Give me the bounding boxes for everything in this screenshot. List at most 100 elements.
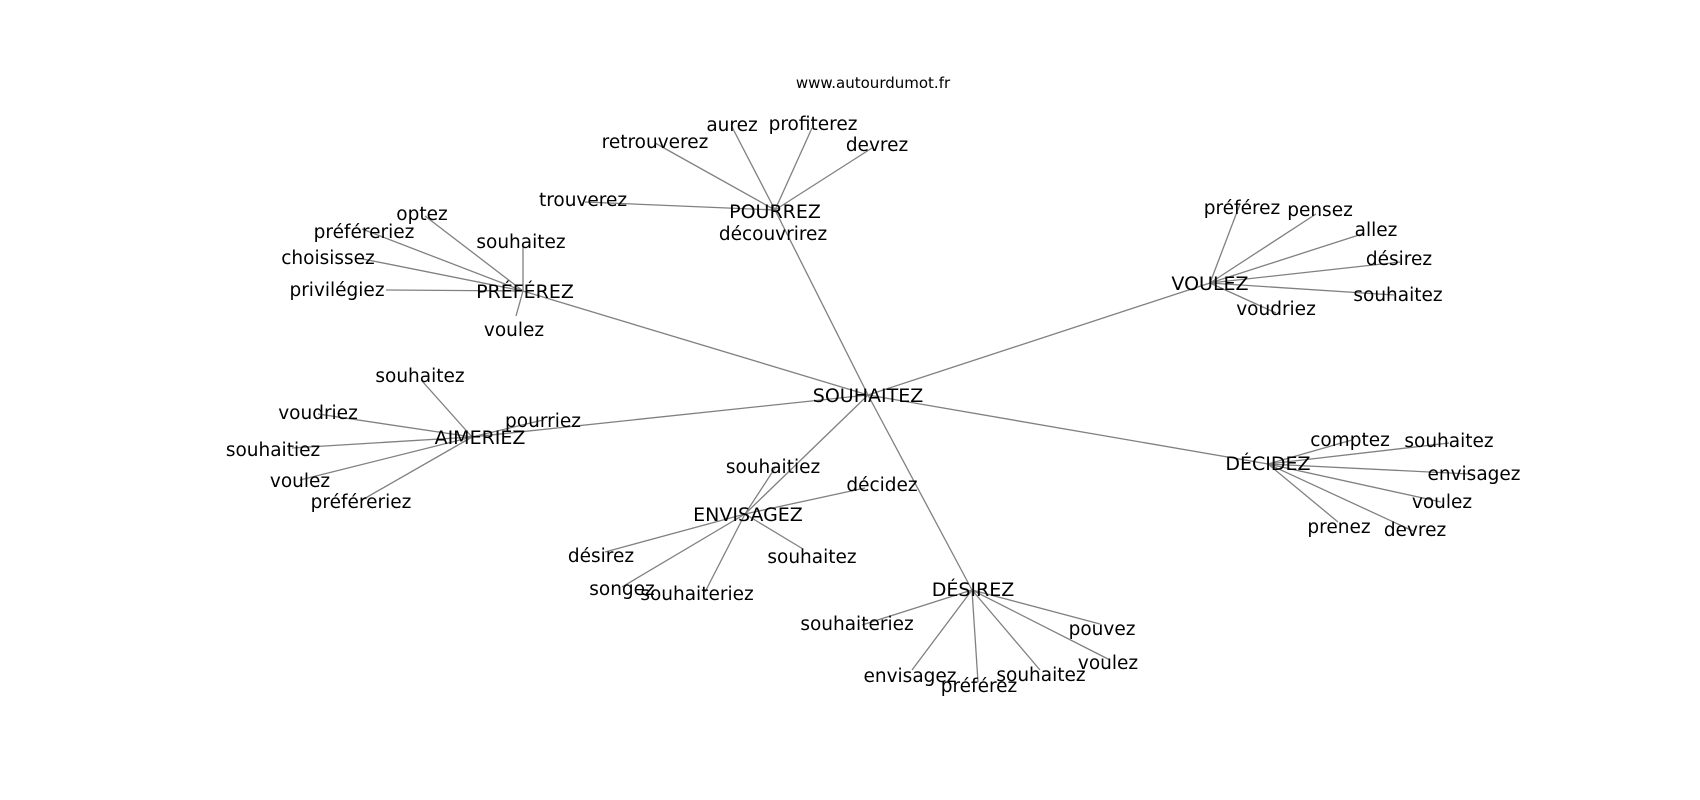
leaf-node-decidez-2: envisagez: [1427, 464, 1520, 485]
leaf-node-aimeriez-5: pourriez: [505, 411, 581, 432]
leaf-node-desirez-5: pouvez: [1069, 619, 1136, 640]
leaf-node-aimeriez-0: souhaitez: [375, 366, 464, 387]
leaf-node-preferez-4: voulez: [484, 320, 544, 341]
leaf-node-voulez-0: préférez: [1204, 198, 1281, 219]
leaf-node-envisagez-1: décidez: [846, 475, 917, 496]
leaf-node-preferez-1: préféreriez: [314, 222, 415, 243]
hub-node-pourrez: POURREZ: [729, 201, 821, 223]
edge-envisagez-leaf-3: [621, 513, 746, 588]
edge-envisagez-leaf-5: [744, 513, 804, 550]
leaf-node-aimeriez-2: souhaitiez: [226, 440, 320, 461]
edge-voulez-leaf-4: [1209, 282, 1395, 296]
hub-node-envisagez: ENVISAGEZ: [693, 504, 803, 526]
edge-envisagez-leaf-4: [704, 513, 746, 593]
edge-center-envisagez: [744, 394, 869, 515]
leaf-node-envisagez-0: souhaitiez: [726, 457, 820, 478]
edge-preferez-leaf-0: [424, 215, 524, 292]
edge-pourrez-leaf-3: [731, 126, 776, 211]
edge-aimeriez-leaf-0: [421, 380, 473, 438]
edge-decidez-leaf-4: [1267, 463, 1414, 532]
edge-center-aimeriez: [471, 394, 869, 438]
hub-node-preferez: PRÉFÉREZ: [476, 280, 574, 303]
leaf-node-desirez-0: souhaiteriez: [800, 614, 913, 635]
edge-pourrez-leaf-4: [774, 127, 813, 211]
leaf-node-pourrez-2: retrouverez: [602, 132, 709, 153]
edge-voulez-leaf-2: [1209, 233, 1363, 284]
edge-center-voulez: [867, 282, 1211, 396]
edge-desirez-leaf-1: [911, 589, 973, 671]
edge-desirez-leaf-4: [971, 589, 1111, 661]
edge-desirez-leaf-0: [861, 589, 973, 626]
edge-decidez-leaf-2: [1267, 463, 1471, 475]
edge-envisagez-leaf-1: [744, 487, 866, 515]
leaf-node-pourrez-0: découvrirez: [719, 224, 827, 245]
leaf-node-voulez-1: pensez: [1287, 200, 1353, 221]
hub-node-voulez: VOULEZ: [1171, 273, 1248, 295]
leaf-node-envisagez-4: souhaiteriez: [640, 584, 753, 605]
edge-preferez-leaf-2: [357, 257, 524, 292]
edge-aimeriez-leaf-5: [471, 419, 544, 438]
leaf-node-preferez-0: optez: [396, 204, 447, 225]
edge-envisagez-leaf-2: [604, 513, 746, 553]
leaf-node-aimeriez-4: préféreriez: [311, 492, 412, 513]
leaf-node-aimeriez-1: voudriez: [278, 403, 358, 424]
edge-decidez-leaf-3: [1267, 463, 1442, 503]
edge-pourrez-leaf-2: [654, 142, 776, 211]
center-node-label: SOUHAITEZ: [813, 385, 923, 407]
edge-desirez-leaf-5: [971, 589, 1101, 625]
leaf-node-desirez-4: voulez: [1078, 653, 1138, 674]
leaf-node-decidez-4: devrez: [1384, 520, 1446, 541]
edge-voulez-leaf-0: [1209, 203, 1241, 284]
hub-node-desirez: DÉSIREZ: [932, 578, 1015, 601]
edge-center-desirez: [867, 394, 973, 591]
graph-edges: [291, 126, 1471, 683]
leaf-node-decidez-1: souhaitez: [1404, 431, 1493, 452]
edge-aimeriez-leaf-3: [299, 436, 473, 481]
leaf-node-envisagez-5: souhaitez: [767, 547, 856, 568]
leaf-node-pourrez-5: devrez: [846, 135, 908, 156]
edge-aimeriez-leaf-4: [361, 436, 473, 501]
edge-center-decidez: [867, 394, 1269, 465]
leaf-node-desirez-3: souhaitez: [996, 665, 1085, 686]
edge-preferez-leaf-3: [385, 289, 524, 292]
leaf-node-envisagez-2: désirez: [568, 546, 634, 567]
edge-preferez-leaf-4: [515, 290, 524, 317]
leaf-node-voulez-4: souhaitez: [1353, 285, 1442, 306]
leaf-node-desirez-1: envisagez: [863, 666, 956, 687]
edge-envisagez-leaf-0: [744, 467, 776, 515]
edge-decidez-leaf-5: [1267, 463, 1339, 523]
leaf-node-aimeriez-3: voulez: [270, 471, 330, 492]
leaf-node-voulez-5: voudriez: [1236, 299, 1316, 320]
leaf-node-preferez-3: privilégiez: [289, 280, 384, 301]
edge-voulez-leaf-5: [1209, 282, 1277, 314]
edge-decidez-leaf-1: [1267, 442, 1450, 465]
leaf-node-desirez-2: préférez: [941, 676, 1018, 697]
site-url: www.autourdumot.fr: [796, 74, 951, 92]
leaf-node-voulez-2: allez: [1355, 220, 1398, 241]
leaf-node-preferez-5: souhaitez: [476, 232, 565, 253]
leaf-node-decidez-3: voulez: [1412, 492, 1472, 513]
leaf-node-decidez-0: comptez: [1310, 430, 1390, 451]
edge-aimeriez-leaf-2: [291, 436, 473, 449]
edge-decidez-leaf-0: [1267, 439, 1353, 465]
edge-pourrez-leaf-1: [584, 201, 776, 211]
leaf-node-preferez-2: choisissez: [281, 248, 375, 269]
edge-center-preferez: [522, 290, 869, 396]
edge-voulez-leaf-3: [1209, 261, 1401, 284]
leaf-node-pourrez-3: aurez: [706, 115, 757, 136]
hub-node-decidez: DÉCIDEZ: [1225, 452, 1310, 475]
leaf-node-pourrez-4: profiterez: [769, 114, 858, 135]
edge-pourrez-leaf-5: [774, 147, 873, 211]
leaf-node-decidez-5: prenez: [1307, 517, 1370, 538]
edge-aimeriez-leaf-1: [317, 413, 473, 438]
edge-center-pourrez: [774, 209, 869, 396]
hub-node-aimeriez: AIMERIEZ: [435, 427, 526, 449]
leaf-node-voulez-3: désirez: [1366, 249, 1432, 270]
edge-voulez-leaf-1: [1209, 213, 1317, 284]
leaf-node-envisagez-3: songez: [589, 579, 655, 600]
leaf-node-pourrez-1: trouverez: [539, 190, 627, 211]
edge-desirez-leaf-2: [971, 589, 979, 683]
edge-preferez-leaf-1: [361, 228, 524, 292]
